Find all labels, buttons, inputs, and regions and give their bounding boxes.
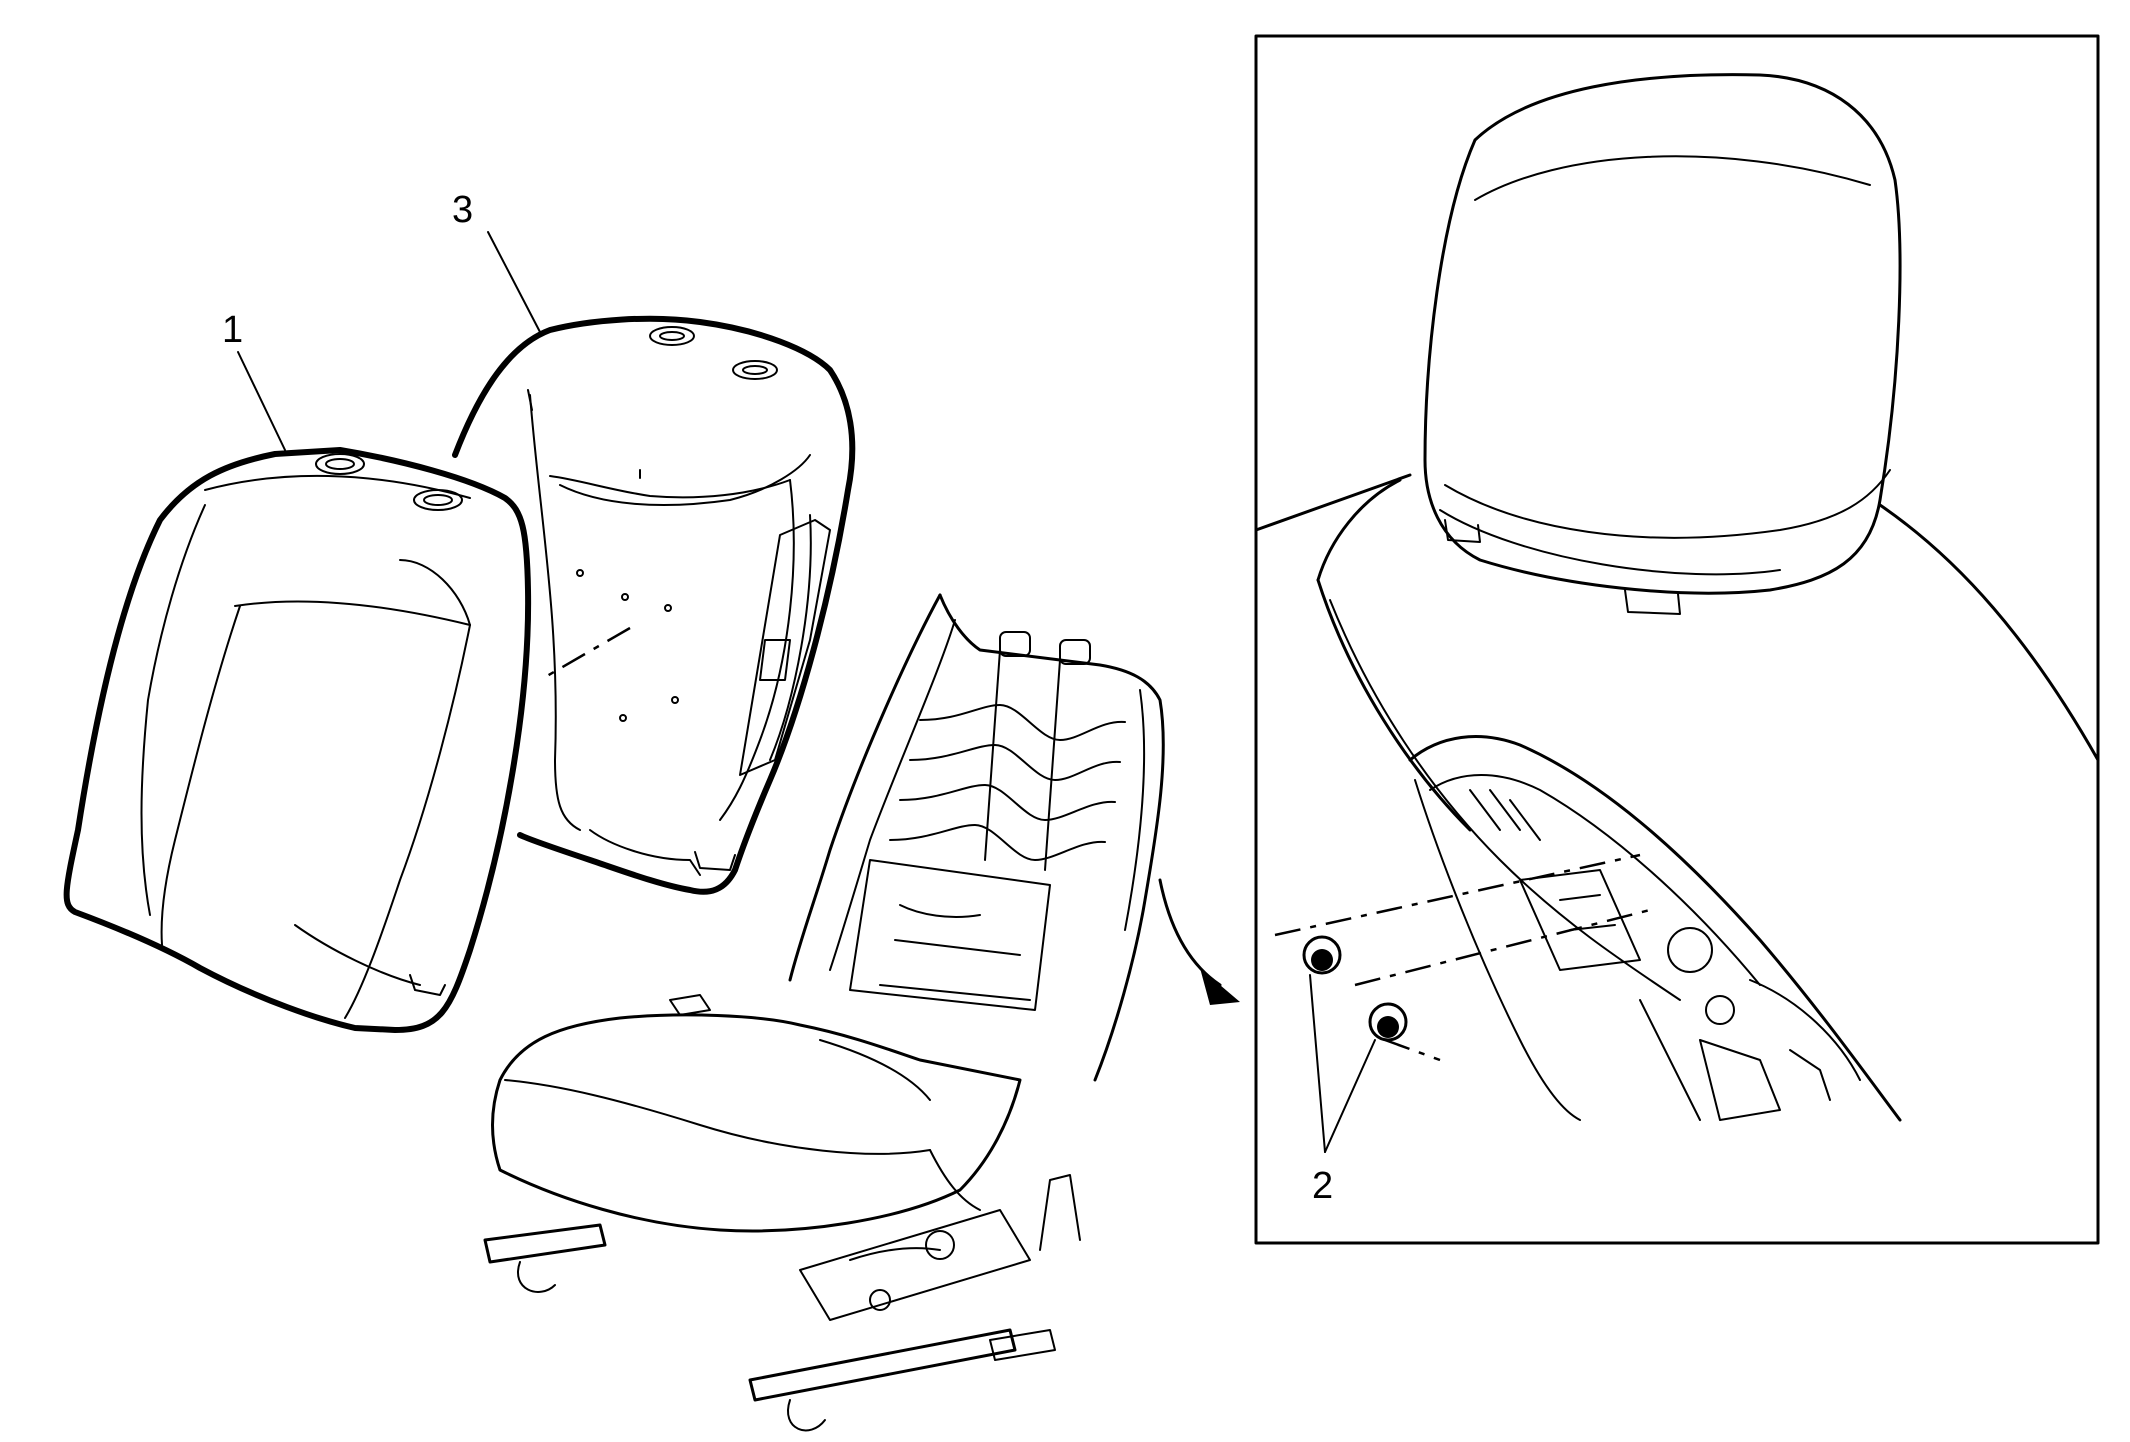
- callout-leaders: [237, 231, 1376, 1153]
- seatback-cover: [63, 447, 532, 1033]
- seat-frame-assembly: [483, 593, 1165, 1432]
- retainer-clips: [1302, 935, 1408, 1042]
- callout-labels: 1 2 3: [222, 189, 1333, 1207]
- detail-arrow: [1158, 878, 1240, 1005]
- callout-1: 1: [222, 309, 243, 351]
- seatback-panel: [452, 315, 856, 895]
- callout-2: 2: [1312, 1165, 1333, 1207]
- callout-3: 3: [452, 189, 473, 231]
- inset-detail: [1254, 34, 2100, 1245]
